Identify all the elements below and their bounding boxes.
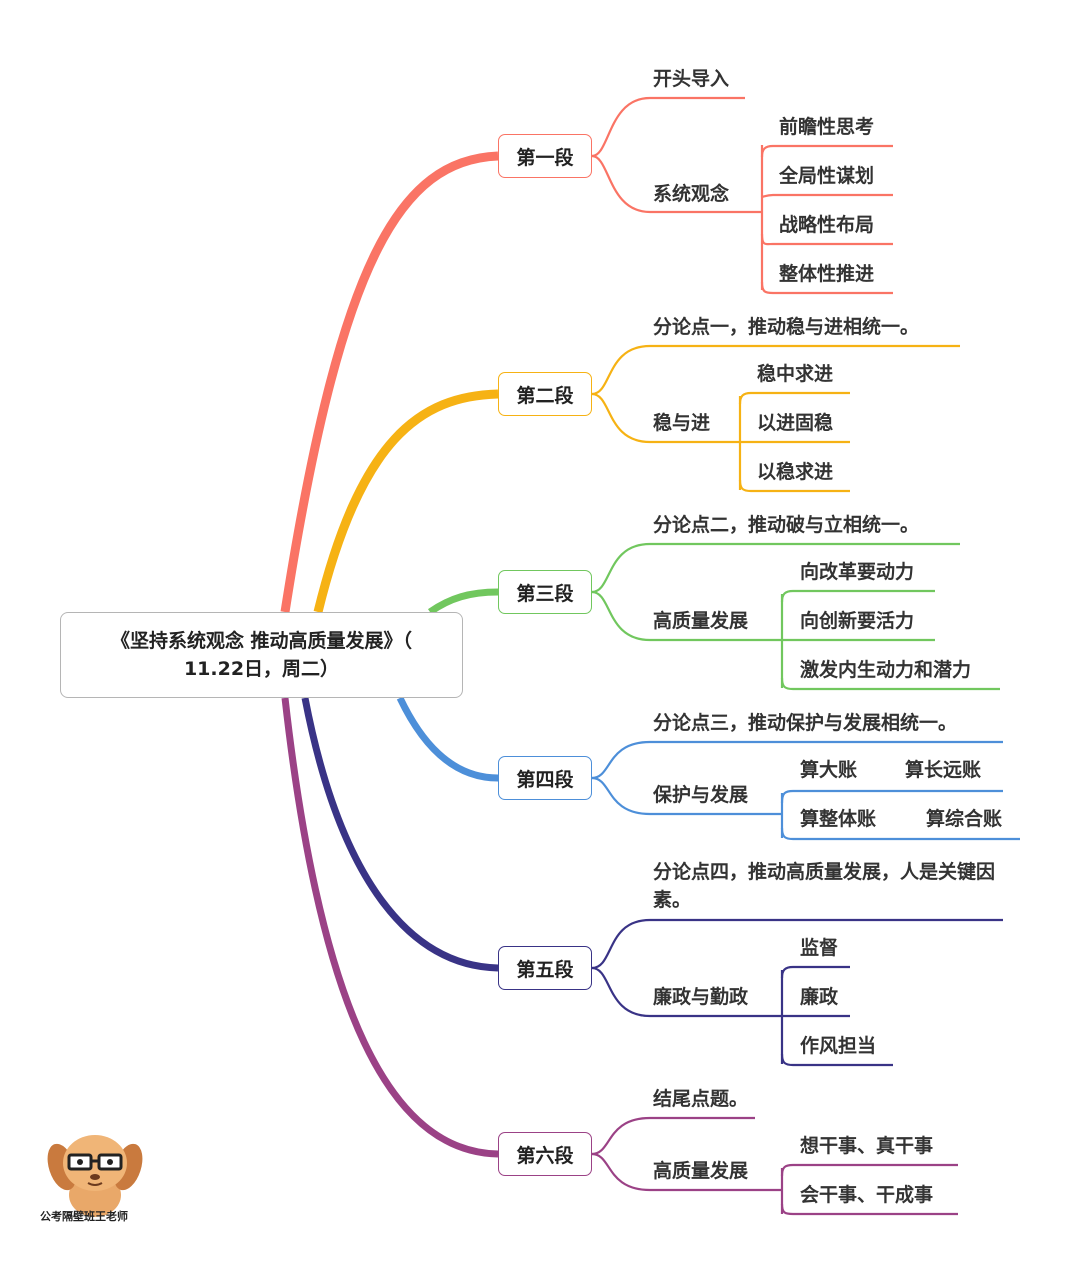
root-title-line2: 11.22日，周二） [183,658,340,680]
leaf-5-3: 作风担当 [800,1035,877,1057]
leaf-4-3: 算整体账 [800,808,877,830]
section-node-5: 第五段 [498,946,592,990]
leaf-4-1: 算大账 [800,759,858,781]
leaf-2-2: 以进固稳 [757,412,834,434]
subtopic-5: 廉政与勤政 [653,986,749,1008]
leaf-5-1: 监督 [800,937,839,959]
leaf-4-4: 算综合账 [926,808,1003,830]
section-node-1: 第一段 [498,134,592,178]
section-node-3: 第三段 [498,570,592,614]
leaf-3-3: 激发内生动力和潜力 [800,659,972,681]
leaf-3-2: 向创新要活力 [800,610,915,632]
leaf-4-2: 算长远账 [905,759,982,781]
subtopic-4: 保护与发展 [653,784,749,806]
leaf-1-1: 前瞻性思考 [779,116,875,138]
leaf-1-4: 整体性推进 [779,263,875,285]
section-node-4: 第四段 [498,756,592,800]
subtopic-1: 系统观念 [653,183,730,205]
section-node-2: 第二段 [498,372,592,416]
subtopic-3: 高质量发展 [653,610,749,632]
topic-5: 分论点四，推动高质量发展，人是关键因素。 [653,861,996,911]
subtopic-2: 稳与进 [653,412,711,434]
topic-6: 结尾点题。 [653,1088,749,1110]
leaf-3-1: 向改革要动力 [800,561,915,583]
section-node-6: 第六段 [498,1132,592,1176]
topic-1: 开头导入 [653,68,730,90]
leaf-5-2: 廉政 [800,986,839,1008]
dog-mascot-icon [47,1135,143,1217]
leaf-6-1: 想干事、真干事 [800,1135,934,1157]
subtopic-6: 高质量发展 [653,1160,749,1182]
leaf-2-3: 以稳求进 [757,461,834,483]
leaf-6-2: 会干事、干成事 [800,1184,934,1206]
leaf-2-1: 稳中求进 [757,363,834,385]
leaf-1-2: 全局性谋划 [779,165,875,187]
topic-4: 分论点三，推动保护与发展相统一。 [653,712,958,734]
leaf-1-3: 战略性布局 [779,214,875,236]
root-title-line1: 《坚持系统观念 推动高质量发展》（ [110,630,413,652]
root-node: 《坚持系统观念 推动高质量发展》（ 11.22日，周二） [60,612,463,698]
watermark-caption: 公考隔壁班王老师 [40,1210,128,1223]
topic-3: 分论点二，推动破与立相统一。 [653,514,920,536]
topic-2: 分论点一，推动稳与进相统一。 [653,316,920,338]
